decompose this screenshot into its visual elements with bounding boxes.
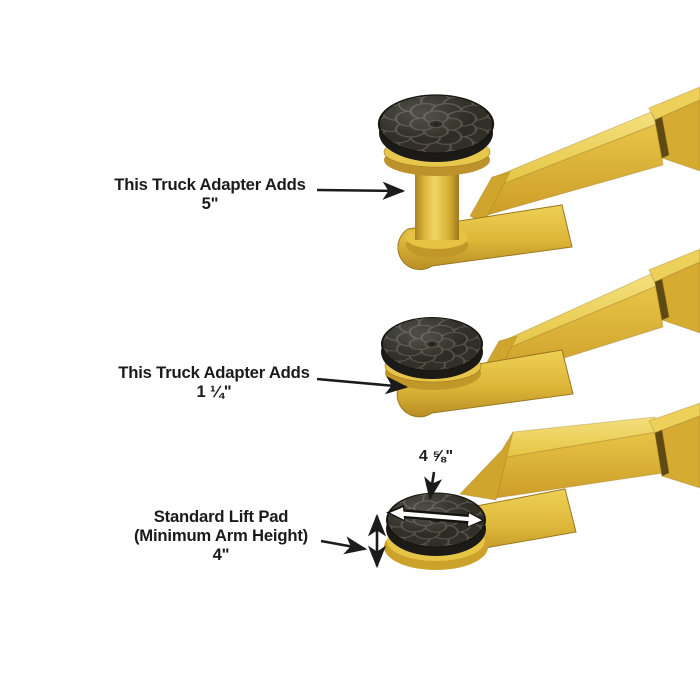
- telescoping-arm: [469, 86, 700, 224]
- telescoping-arm: [458, 402, 700, 501]
- label-line: This Truck Adapter Adds: [118, 363, 310, 382]
- diameter-pointer-arrow: [424, 471, 443, 501]
- rubber-pad: [377, 94, 496, 162]
- annotation-arrows: [316, 181, 486, 569]
- leader-arrow-standard-pad: [320, 536, 368, 555]
- diameter-double-arrow: [386, 505, 486, 528]
- leader-arrow-5in: [316, 181, 406, 200]
- label-pad-diameter: 4 ⅝": [386, 448, 486, 466]
- label-adapter-5in: This Truck Adapter Adds 5": [88, 175, 331, 213]
- label-line: This Truck Adapter Adds: [114, 175, 306, 194]
- label-value: 1 ¼": [196, 382, 232, 401]
- leader-arrow-1-25in: [316, 376, 409, 395]
- lift-arm-with-1-25in-adapter: [380, 248, 700, 418]
- label-standard-pad: Standard Lift Pad (Minimum Arm Height) 4…: [99, 507, 342, 564]
- lift-arm-with-5in-adapter: [377, 86, 700, 271]
- label-value: 5": [201, 194, 219, 213]
- label-line: (Minimum Arm Height): [133, 526, 309, 545]
- rubber-pad: [380, 316, 484, 379]
- label-value: 4 ⅝": [418, 448, 454, 465]
- label-line: Standard Lift Pad: [153, 507, 289, 526]
- label-adapter-1-25in: This Truck Adapter Adds 1 ¼": [92, 363, 335, 401]
- label-value: 4": [212, 545, 230, 564]
